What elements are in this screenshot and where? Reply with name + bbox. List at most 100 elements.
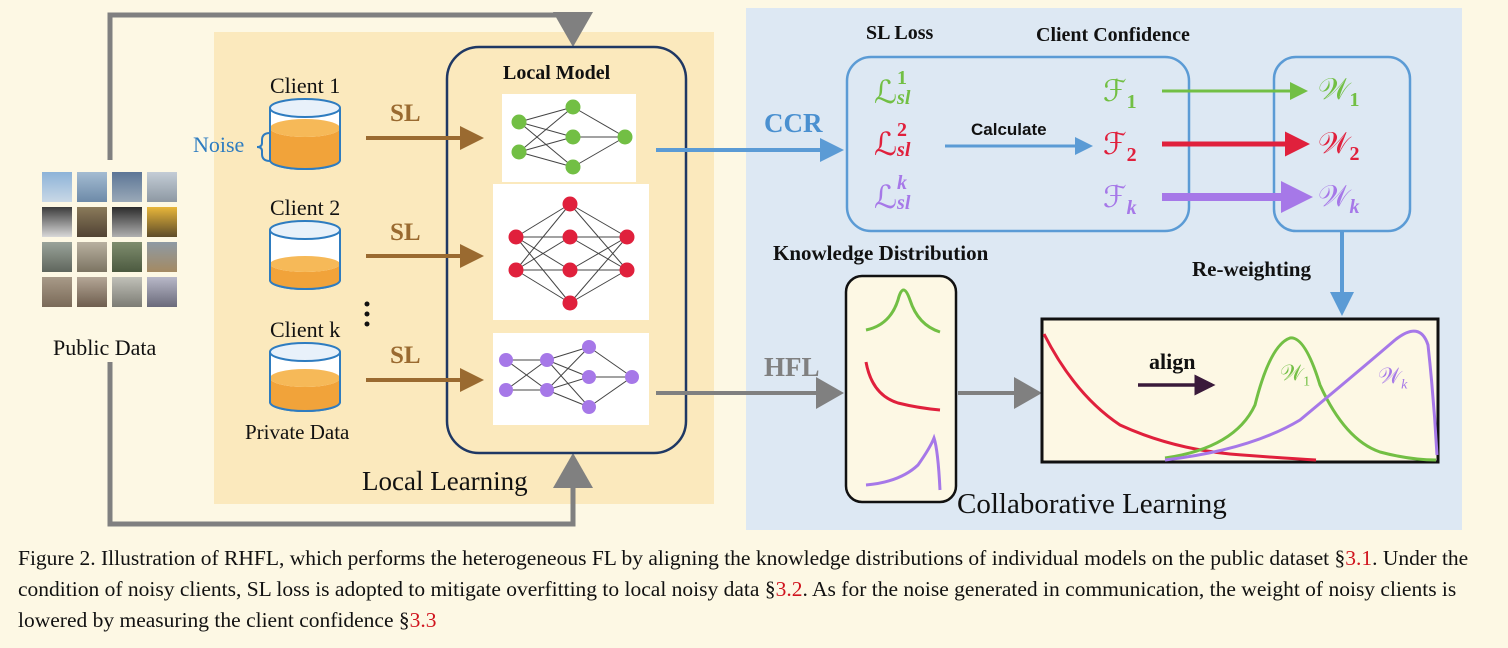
figure-caption: Figure 2. Illustration of RHFL, which pe… [18,543,1494,636]
network-k-bg [493,333,649,425]
calculate-label: Calculate [971,120,1047,139]
thumbnail-image [77,207,107,237]
weight-term-1-sub: 1 [1349,89,1360,111]
sl-label-k: SL [390,342,421,369]
confidence-term-1-base: ℱ [1103,75,1127,108]
public-data-label: Public Data [53,335,157,360]
local-learning-label: Local Learning [362,466,528,496]
cylinder-client-1 [269,98,341,170]
loss-term-k-base: ℒ [874,179,898,215]
thumbnail-image [77,172,107,202]
caption-text-1: Figure 2. Illustration of RHFL, which pe… [18,546,1346,570]
loss-term-1-base: ℒ [874,74,898,110]
thumbnail-image [42,277,72,307]
thumbnail-image [147,242,177,272]
thumbnail-image [77,242,107,272]
weight-term-2-base: 𝒲 [1318,127,1350,160]
noise-label: Noise [193,132,245,157]
client-k-label: Client k [270,317,341,342]
sl-label-1: SL [390,100,421,127]
thumbnail-image [42,172,72,202]
aligned-distribution-box [1040,317,1440,464]
reweighting-label: Re-weighting [1192,257,1311,281]
loss-term-2-sup: 2 [897,119,908,141]
confidence-term-1: ℱ1 [1103,74,1137,114]
confidence-term-k-sub: k [1126,197,1137,219]
thumbnail-image [112,277,142,307]
loss-term-1-sub: sl [897,87,911,109]
weight-term-k-sub: k [1349,196,1360,218]
confidence-term-1-sub: 1 [1126,91,1137,113]
thumbnail-image [112,207,142,237]
thumbnail-image [42,242,72,272]
caption-text-2: . Under the condition of noisy clients, … [18,546,1469,601]
sl-label-2: SL [390,219,421,246]
network-red [508,196,635,311]
caption-ref-3-2[interactable]: 3.2 [775,577,803,601]
weight-term-2-sub: 2 [1349,143,1360,165]
knowledge-distribution-box [844,274,958,504]
caption-text-3: . As for the noise generated in communic… [18,577,1457,632]
align-label: align [1149,349,1196,374]
noise-brace [256,132,271,162]
loss-term-2-base: ℒ [874,126,898,162]
private-data-label: Private Data [245,420,350,444]
curve-label-wk: 𝒲k [1378,363,1407,393]
thumbnail-image [147,277,177,307]
weight-term-1-base: 𝒲 [1318,73,1350,106]
thumbnail-image [112,172,142,202]
kd-curve-red [864,361,941,412]
network-green [511,99,633,175]
loss-term-1-sup: 1 [897,67,908,89]
local-model-title: Local Model [503,62,611,84]
weight-term-k: 𝒲k [1318,180,1359,219]
weight-term-2: 𝒲2 [1318,127,1359,166]
curve-label-wk-sub: k [1401,377,1408,393]
caption-ref-3-3[interactable]: 3.3 [409,608,437,632]
loop-arrow-bottom [107,362,593,527]
weight-term-1: 𝒲1 [1318,73,1359,112]
confidence-term-k: ℱk [1103,180,1137,220]
loop-arrow-top [107,12,593,160]
client-1-label: Client 1 [270,73,341,98]
confidence-term-k-base: ℱ [1103,181,1127,214]
caption-ref-3-1[interactable]: 3.1 [1345,546,1373,570]
kd-curve-purple [865,433,942,491]
cylinder-client-2 [269,220,341,290]
curve-label-w1: 𝒲1 [1280,360,1310,390]
public-data-thumbnails [42,172,177,307]
thumbnail-image [147,172,177,202]
thumbnail-image [77,277,107,307]
aligned-curve-purple [1164,329,1439,462]
knowledge-distribution-title: Knowledge Distribution [773,241,989,265]
sl-loss-title: SL Loss [866,22,934,44]
curve-label-wk-base: 𝒲 [1378,363,1402,388]
confidence-term-2: ℱ2 [1103,127,1137,167]
aligned-curve-green [1164,336,1437,462]
aligned-curve-red [1042,333,1317,462]
loss-term-k-sub: sl [897,192,911,214]
confidence-term-2-sub: 2 [1126,144,1137,166]
thumbnail-image [42,207,72,237]
client-2-label: Client 2 [270,195,341,220]
client-confidence-title: Client Confidence [1036,24,1190,46]
kd-curve-green [865,288,941,334]
confidence-term-2-base: ℱ [1103,128,1127,161]
loss-term-2-sub: sl [897,139,911,161]
hfl-label: HFL [764,352,820,382]
ellipsis-dots [364,301,370,327]
curve-label-w1-base: 𝒲 [1280,360,1304,385]
weight-term-k-base: 𝒲 [1318,180,1350,213]
thumbnail-image [147,207,177,237]
loss-term-k-sup: k [897,172,908,194]
thumbnail-image [112,242,142,272]
ccr-label: CCR [764,108,823,138]
collaborative-learning-label: Collaborative Learning [957,488,1227,520]
cylinder-client-k [269,342,341,412]
curve-label-w1-sub: 1 [1303,374,1311,390]
local-model-box [445,45,688,455]
